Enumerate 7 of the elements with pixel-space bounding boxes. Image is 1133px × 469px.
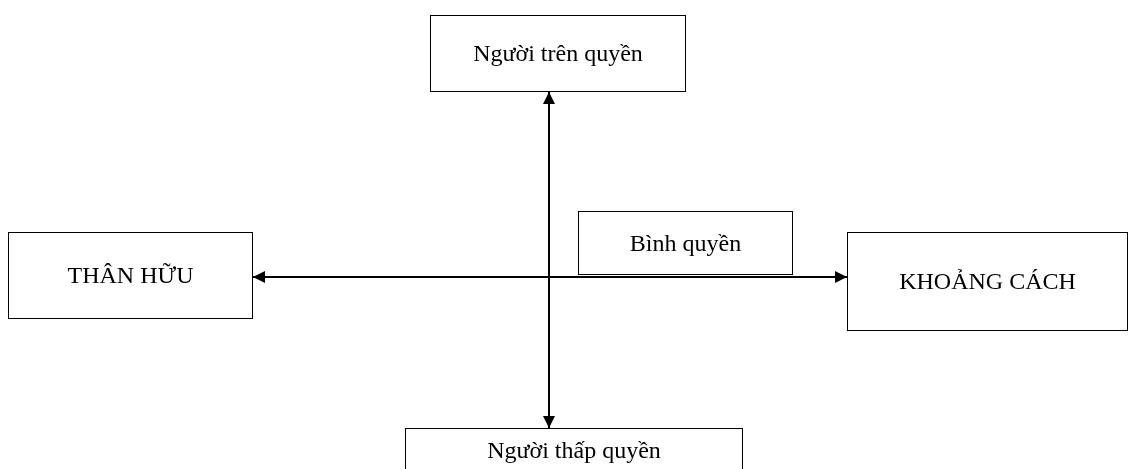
label-box: Bình quyền [578, 211, 793, 275]
category-box: THÂN HỮU [8, 232, 253, 319]
double-headed-arrow [252, 271, 848, 283]
rank-box: Người thấp quyền [405, 428, 743, 469]
double-headed-arrow [543, 91, 555, 429]
category-box: KHOẢNG CÁCH [847, 232, 1128, 331]
rank-box: Người trên quyền [430, 15, 686, 92]
